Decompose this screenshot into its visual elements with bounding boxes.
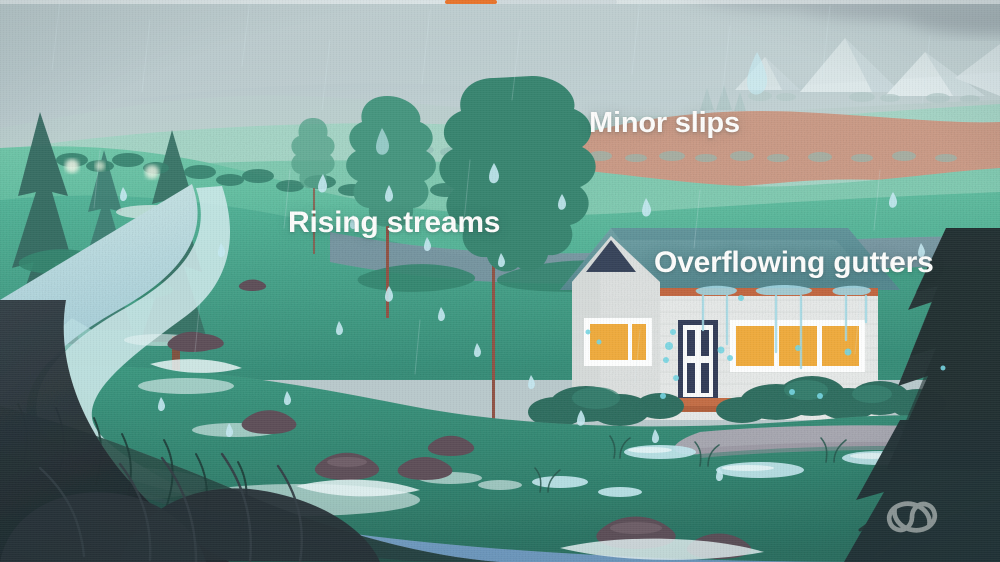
- koru-spiral-logo-icon: [886, 501, 938, 533]
- distant-shrubs: [748, 91, 980, 103]
- mist-band: [0, 0, 1000, 118]
- label-minor-slips: Minor slips: [589, 107, 740, 139]
- house-gable-triangle: [586, 240, 636, 272]
- gutter-drips: [701, 294, 868, 370]
- distant-pine-ridge-right: [700, 85, 746, 111]
- house-bushes-highlight: [572, 380, 892, 409]
- progress-bar[interactable]: [0, 0, 1000, 4]
- progress-segment-rest[interactable]: [497, 0, 617, 4]
- label-rising-streams: Rising streams: [288, 206, 501, 239]
- house-window-left: [584, 318, 652, 366]
- poplar-tree-near: [439, 76, 596, 422]
- progress-segment-active[interactable]: [445, 0, 497, 4]
- koru-spiral-logo[interactable]: [880, 486, 944, 548]
- rain-splashes: [585, 295, 946, 399]
- foreground-black-blades: [38, 452, 303, 562]
- poplar-tree-far: [291, 118, 335, 254]
- house-roof-back: [611, 228, 900, 290]
- right-foreground-pine-lower: [844, 420, 1000, 562]
- rainfall: [51, 0, 946, 482]
- distant-lights: [65, 159, 159, 179]
- landslip-band: [540, 111, 1000, 191]
- foreground-black-mass: [0, 300, 230, 562]
- gutter-overflow-water: [695, 285, 871, 295]
- puddle-highlights: [628, 447, 894, 471]
- right-foreground-pine: [886, 228, 1000, 470]
- label-overflowing-gutters: Overflowing gutters: [654, 246, 934, 279]
- house-front-door: [678, 320, 718, 400]
- house-window-right: [730, 320, 865, 372]
- poplar-tree-mid: [346, 96, 436, 318]
- foreground-black-mound-2: [0, 492, 206, 562]
